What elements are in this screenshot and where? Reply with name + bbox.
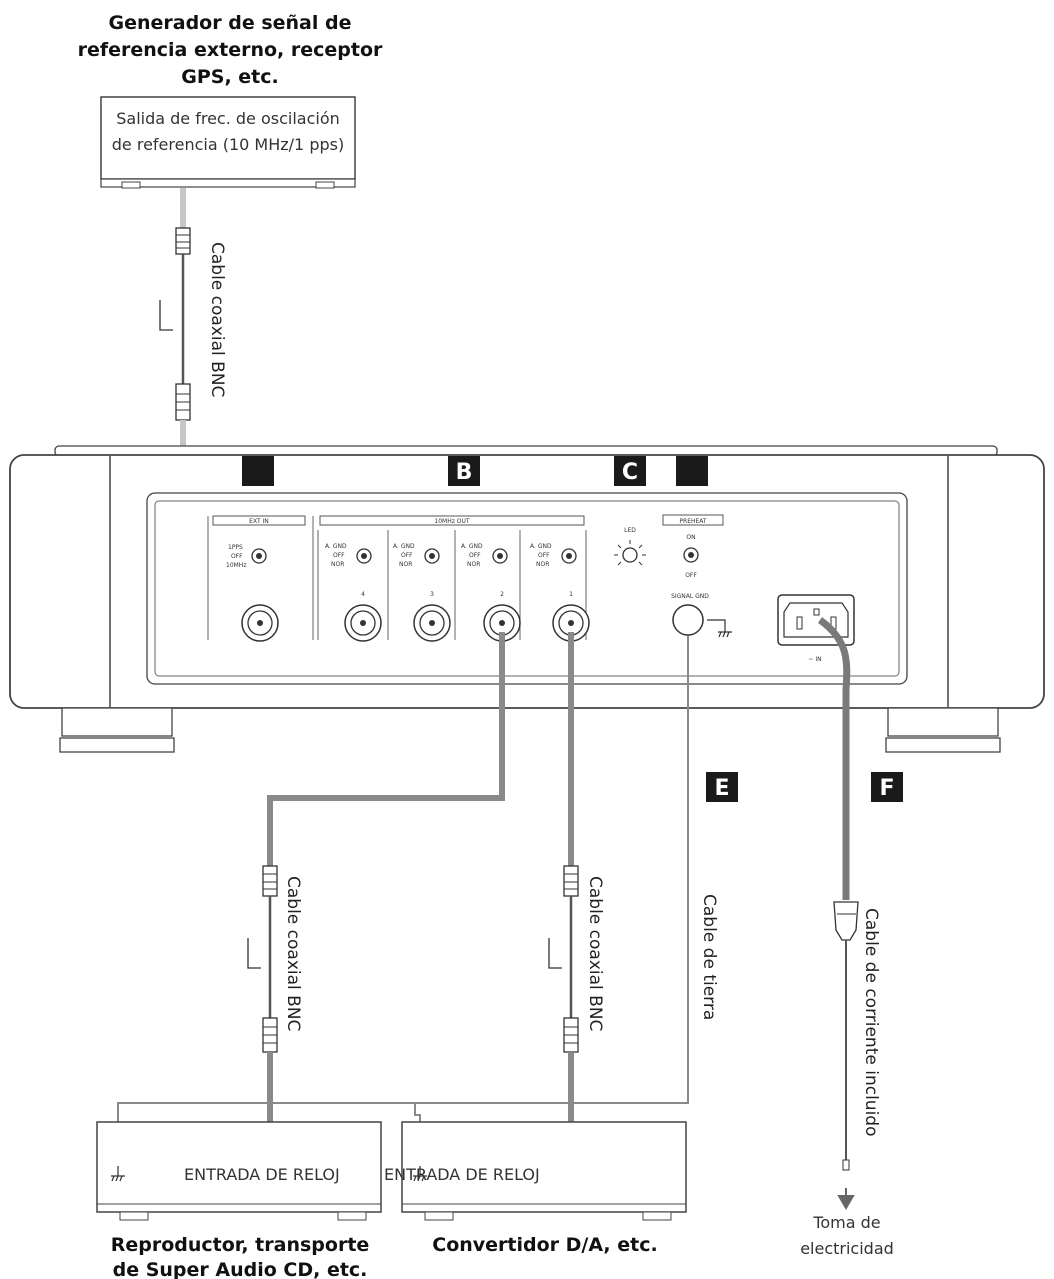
signal-gnd-label: SIGNAL GND xyxy=(671,593,709,600)
section-badge-c: C xyxy=(614,456,646,486)
ext-in-switch[interactable] xyxy=(251,548,267,564)
player-title-line-2: de Super Audio CD, etc. xyxy=(113,1259,368,1279)
bnc-cable-mid-label: Cable coaxial BNC xyxy=(585,876,605,1031)
port-1-off-label: OFF xyxy=(538,552,550,559)
port-2-nor-label: NOR xyxy=(467,561,480,568)
preheat-on-label: ON xyxy=(686,534,695,541)
port-1-switch[interactable] xyxy=(561,548,577,564)
source-output-line-1: Salida de frec. de oscilación xyxy=(116,109,340,128)
preheat-switch[interactable] xyxy=(683,547,699,563)
source-output-line-2: de referencia (10 MHz/1 pps) xyxy=(112,135,344,154)
port-4-connector[interactable] xyxy=(344,604,382,642)
port-3-off-label: OFF xyxy=(401,552,413,559)
port-2-number: 2 xyxy=(500,591,504,598)
svg-text:C: C xyxy=(622,460,638,485)
outlet-arrow-icon xyxy=(837,1188,855,1210)
svg-text:B: B xyxy=(456,460,473,485)
port-1-agnd-label: A. GND xyxy=(530,543,552,550)
port-3-switch[interactable] xyxy=(424,548,440,564)
power-cable-label: Cable de corriente incluido xyxy=(861,908,881,1137)
bnc-cable-left-label: Cable coaxial BNC xyxy=(283,876,303,1031)
svg-text:E: E xyxy=(714,776,729,801)
player-title-line-1: Reproductor, transporte xyxy=(111,1234,370,1256)
preheat-off-label: OFF xyxy=(685,572,697,579)
player-clock-input-label: ENTRADA DE RELOJ xyxy=(184,1165,340,1184)
ground-cable-label: Cable de tierra xyxy=(699,894,719,1020)
port-1-connector[interactable] xyxy=(552,604,590,642)
dac-title: Convertidor D/A, etc. xyxy=(432,1234,657,1256)
source-title-line-2: referencia externo, receptor xyxy=(78,39,383,61)
ext-option-10mhz: 10MHz xyxy=(226,562,246,569)
master-clock-unit xyxy=(9,445,1045,753)
source-title-line-3: GPS, etc. xyxy=(181,66,279,88)
port-4-off-label: OFF xyxy=(333,552,345,559)
ext-option-1pps: 1PPS xyxy=(228,544,243,551)
bnc-cable-top-label: Cable coaxial BNC xyxy=(207,242,227,397)
player-ground-icon xyxy=(111,1166,125,1182)
source-device-box xyxy=(100,96,356,189)
left-direction-arrow-icon xyxy=(247,938,261,969)
port-3-number: 3 xyxy=(430,591,434,598)
mid-direction-arrow-icon xyxy=(548,938,562,969)
port-1-nor-label: NOR xyxy=(536,561,549,568)
port-3-connector[interactable] xyxy=(413,604,451,642)
ext-in-label: EXT IN xyxy=(249,518,269,525)
led-indicator-icon xyxy=(614,540,646,566)
port-4-number: 4 xyxy=(361,591,365,598)
port-3-agnd-label: A. GND xyxy=(393,543,415,550)
dac-ground-icon xyxy=(413,1166,427,1182)
port-3-nor-label: NOR xyxy=(399,561,412,568)
bnc-cable-mid xyxy=(563,632,579,1150)
port-2-off-label: OFF xyxy=(469,552,481,559)
outlet-label-line-1: Toma de xyxy=(812,1213,880,1232)
bnc-cable-left xyxy=(262,632,505,1150)
ac-inlet[interactable] xyxy=(777,594,855,646)
power-cable xyxy=(817,617,859,1171)
source-title-line-1: Generador de señal de xyxy=(109,12,352,34)
ext-in-connector[interactable] xyxy=(241,604,279,642)
port-2-switch[interactable] xyxy=(492,548,508,564)
dac-clock-input-label: ENTRADA DE RELOJ xyxy=(384,1165,540,1184)
led-label: LED xyxy=(624,527,636,534)
section-badge-a xyxy=(242,456,274,486)
port-4-nor-label: NOR xyxy=(331,561,344,568)
port-1-number: 1 xyxy=(569,591,573,598)
dac-device-box xyxy=(401,1121,687,1221)
section-badge-f: F xyxy=(871,772,903,802)
ext-option-off: OFF xyxy=(231,553,243,560)
preheat-label-box xyxy=(662,514,724,526)
section-badge-d xyxy=(676,456,708,486)
ac-in-label: ~ IN xyxy=(808,656,821,663)
port-4-agnd-label: A. GND xyxy=(325,543,347,550)
signal-gnd-terminal[interactable] xyxy=(672,604,704,636)
signal-direction-arrow-icon xyxy=(159,300,173,331)
player-device-box xyxy=(96,1121,382,1221)
svg-text:F: F xyxy=(879,776,894,801)
ground-symbol-icon xyxy=(707,619,732,638)
section-badge-b: B xyxy=(448,456,480,486)
port-4-switch[interactable] xyxy=(356,548,372,564)
out-header-label: 10MHz OUT xyxy=(434,518,469,525)
ext-in-section xyxy=(207,515,314,640)
section-badge-e: E xyxy=(706,772,738,802)
preheat-label: PREHEAT xyxy=(679,518,707,525)
outlet-label-line-2: electricidad xyxy=(800,1239,894,1258)
port-2-agnd-label: A. GND xyxy=(461,543,483,550)
